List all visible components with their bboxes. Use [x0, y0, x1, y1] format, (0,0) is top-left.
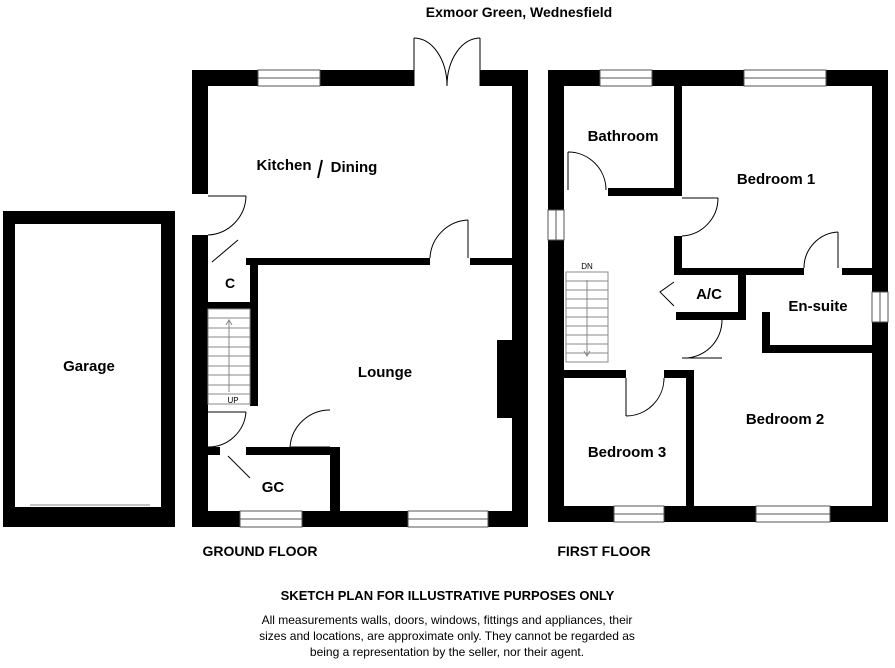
ground-floor-windows — [239, 69, 489, 528]
stairs-up-label: UP — [227, 396, 238, 405]
french-doors — [413, 37, 481, 87]
room-label-kitchen: Kitchen — [256, 157, 311, 174]
first-floor-heading: FIRST FLOOR — [557, 543, 650, 559]
room-label-gc: GC — [262, 479, 285, 496]
ground-floor-walls — [192, 70, 528, 527]
window-glazing-lines — [240, 77, 488, 520]
garage — [3, 211, 175, 527]
disclaimer-line: All measurements walls, doors, windows, … — [261, 613, 633, 627]
room-label-bathroom: Bathroom — [588, 128, 659, 145]
room-label-bedroom1: Bedroom 1 — [737, 171, 815, 188]
room-label-ensuite: En-suite — [788, 298, 847, 315]
first-window-glazing-lines — [555, 77, 881, 515]
room-label-dining: Dining — [331, 159, 378, 176]
plan-title: Exmoor Green, Wednesfield — [426, 4, 612, 20]
ground-floor-heading: GROUND FLOOR — [202, 543, 317, 559]
stairs-down-label: DN — [581, 262, 593, 271]
room-label-garage: Garage — [63, 358, 115, 375]
first-floor-stairs — [565, 271, 609, 363]
room-label-ac: A/C — [696, 286, 722, 303]
disclaimer-line: being a representation by the seller, no… — [309, 645, 585, 659]
ground-floor-stairs — [207, 308, 251, 405]
kitchen-dining-divider — [317, 159, 323, 179]
first-floor-doors — [567, 151, 839, 417]
disclaimer-title: SKETCH PLAN FOR ILLUSTRATIVE PURPOSES ON… — [280, 588, 615, 603]
room-label-bedroom3: Bedroom 3 — [588, 444, 666, 461]
room-label-lounge: Lounge — [358, 364, 412, 381]
disclaimer-text: All measurements walls, doors, windows, … — [212, 612, 682, 660]
room-label-cupboard: C — [225, 275, 235, 291]
ground-floor-doors — [207, 195, 469, 479]
disclaimer-line: sizes and locations, are approximate onl… — [259, 629, 635, 643]
room-label-bedroom2: Bedroom 2 — [746, 411, 824, 428]
